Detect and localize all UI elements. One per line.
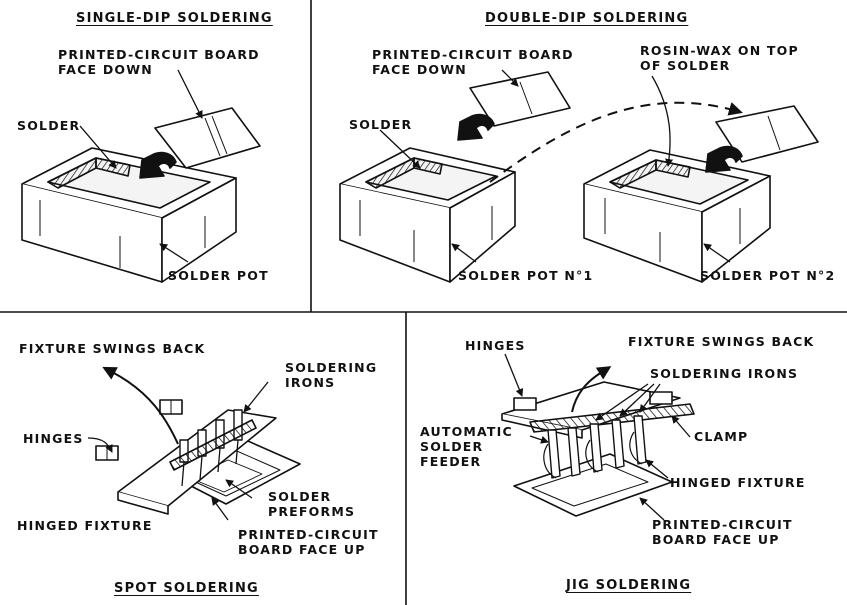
single-dip-illustration <box>21 107 261 283</box>
jig-soldering-title: JIG SOLDERING <box>566 578 692 593</box>
spot-hinged-fixture-label: HINGED FIXTURE <box>17 518 153 533</box>
jig-board-label: PRINTED-CIRCUIT BOARD FACE UP <box>652 517 793 547</box>
jig-hinged-fixture-label: HINGED FIXTURE <box>670 475 806 490</box>
spot-fixture-label: FIXTURE SWINGS BACK <box>19 341 206 356</box>
jig-soldering-illustration <box>501 366 695 517</box>
double-dip-illustration <box>339 71 819 283</box>
single-dip-solder-label: SOLDER <box>17 118 81 133</box>
spot-irons-label: SOLDERING IRONS <box>285 360 378 390</box>
spot-soldering-title: SPOT SOLDERING <box>114 581 259 596</box>
single-dip-board-label: PRINTED-CIRCUIT BOARD FACE DOWN <box>58 47 260 77</box>
jig-fixture-label: FIXTURE SWINGS BACK <box>628 334 815 349</box>
double-dip-title: DOUBLE-DIP SOLDERING <box>485 11 689 26</box>
double-dip-leaders <box>379 69 731 263</box>
single-dip-pot-label: SOLDER POT <box>168 268 269 283</box>
single-dip-leaders <box>79 69 203 263</box>
double-dip-solder-label: SOLDER <box>349 117 413 132</box>
double-dip-pot2-label: SOLDER POT N°2 <box>700 268 836 283</box>
jig-clamp-label: CLAMP <box>694 429 749 444</box>
jig-feeder-label: AUTOMATIC SOLDER FEEDER <box>420 424 513 469</box>
jig-irons-label: SOLDERING IRONS <box>650 366 799 381</box>
jig-soldering-leaders <box>504 353 691 521</box>
jig-hinges-label: HINGES <box>465 338 526 353</box>
single-dip-title: SINGLE-DIP SOLDERING <box>76 11 273 26</box>
double-dip-rosin-label: ROSIN-WAX ON TOP OF SOLDER <box>640 43 799 73</box>
spot-board-label: PRINTED-CIRCUIT BOARD FACE UP <box>238 527 379 557</box>
spot-soldering-leaders <box>87 381 269 521</box>
spot-preforms-label: SOLDER PREFORMS <box>268 489 356 519</box>
double-dip-board-label: PRINTED-CIRCUIT BOARD FACE DOWN <box>372 47 574 77</box>
double-dip-pot1-label: SOLDER POT N°1 <box>458 268 594 283</box>
spot-hinges-label: HINGES <box>23 431 84 446</box>
spot-soldering-illustration <box>95 366 301 515</box>
